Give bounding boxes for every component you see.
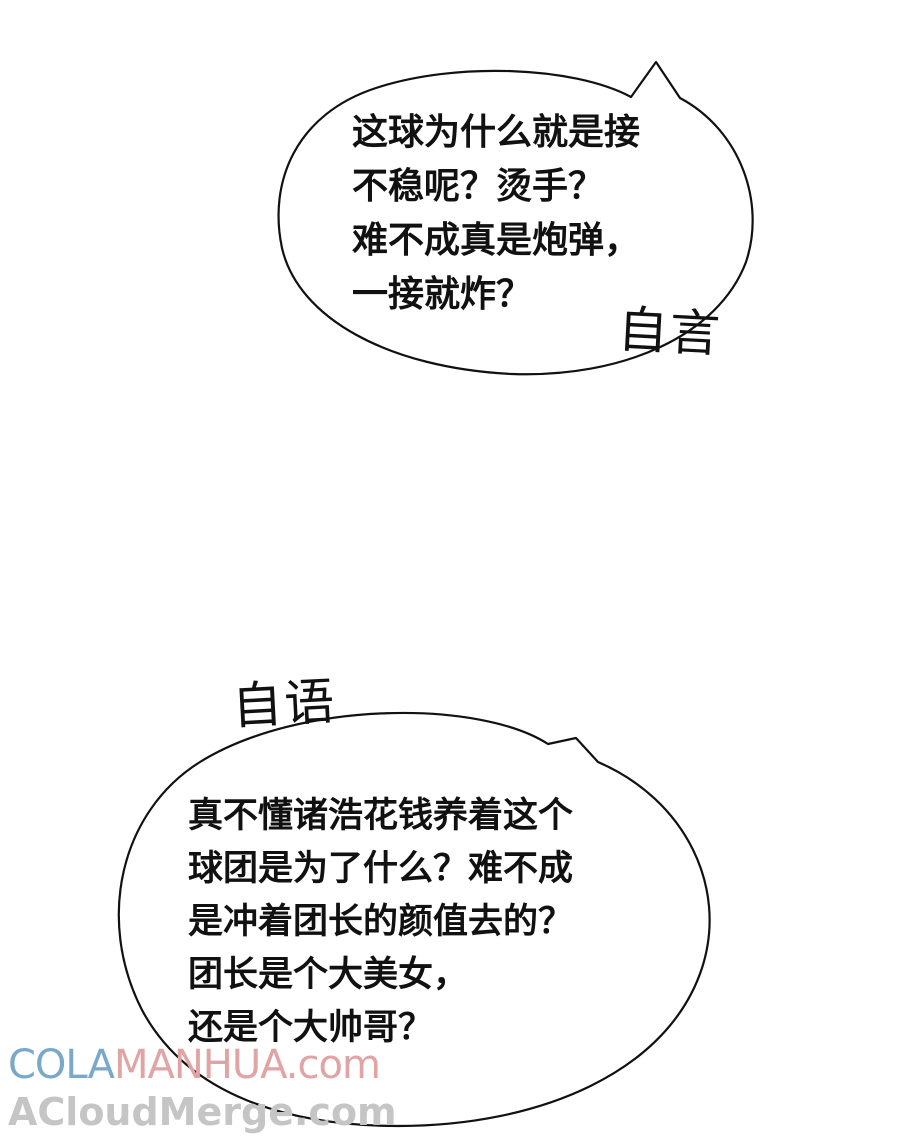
watermark-colamanhua: COLAMANHUA.com: [8, 1042, 381, 1088]
watermark-acloudmerge: ACloudMerge.com: [8, 1090, 397, 1134]
speech-bubble-top: [277, 60, 754, 376]
sfx-self-talk-bottom: 自语: [230, 672, 338, 736]
speech-bubble-bottom-text: 真不懂诸浩花钱养着这个 球团是为了什么？难不成 是冲着团长的颜值去的？ 团长是个…: [188, 796, 574, 1048]
sfx-self-talk-top: 自言: [616, 300, 724, 364]
watermark-manhua: MANHUA.com: [113, 1042, 381, 1088]
watermark-cola: COLA: [8, 1042, 115, 1088]
speech-bubble-top-text: 这球为什么就是接 不稳呢？烫手？ 难不成真是炮弹， 一接就炸？: [352, 112, 641, 315]
speech-bubble-bottom: [117, 711, 711, 1128]
